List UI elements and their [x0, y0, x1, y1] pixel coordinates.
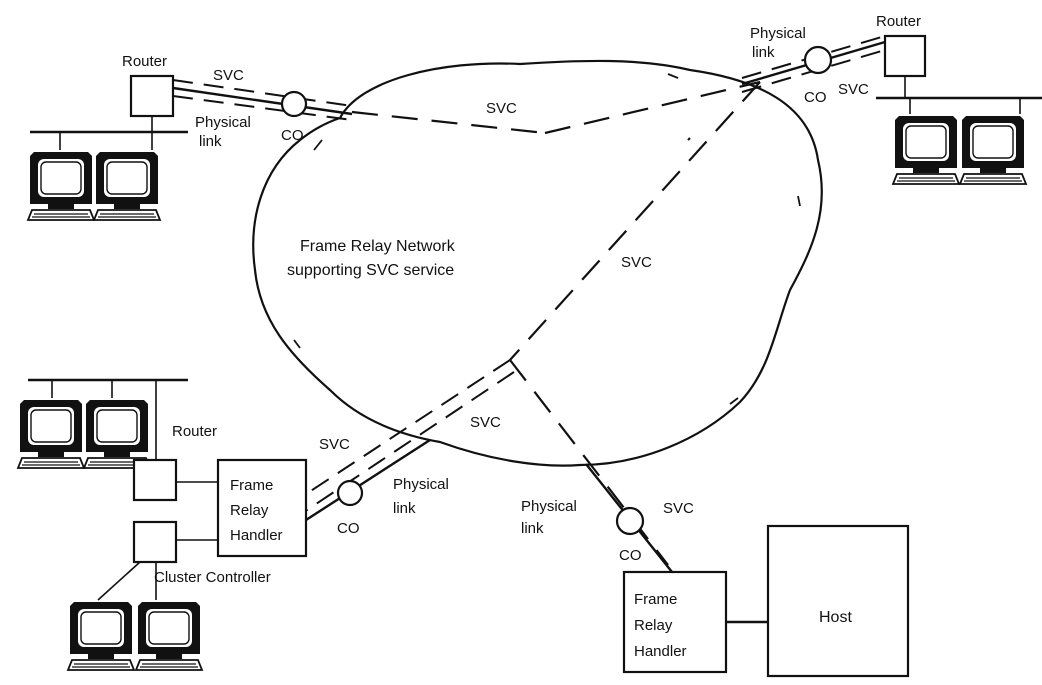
terminal-icon [136, 602, 202, 670]
co-label: CO [281, 127, 304, 144]
physical-label: Physical [521, 498, 577, 515]
terminal-icon [68, 602, 134, 670]
router-label: Router [172, 423, 217, 440]
handler-handler-label: Handler [230, 527, 283, 544]
svc-label: SVC [663, 500, 694, 517]
terminal-icon [960, 116, 1026, 184]
co-icon [617, 508, 643, 534]
cluster-controller-icon [134, 522, 176, 562]
co-label: CO [337, 520, 360, 537]
handler-frame-label: Frame [634, 591, 677, 608]
co-label: CO [804, 89, 827, 106]
svc-label: SVC [319, 436, 350, 453]
terminal-icon [893, 116, 959, 184]
network-title: Frame Relay Network [300, 238, 456, 255]
handler-relay-label: Relay [634, 617, 673, 634]
router-icon [131, 76, 173, 116]
svc-label: SVC [470, 414, 501, 431]
svc-label: SVC [621, 254, 652, 271]
site-top-right: Router Physical link CO SVC [742, 13, 1042, 184]
physical-label: Physical [393, 476, 449, 493]
handler-frame-label: Frame [230, 477, 273, 494]
physical-label: Physical [195, 114, 251, 131]
router-label: Router [122, 53, 167, 70]
link-label: link [521, 520, 544, 537]
network-subtitle: supporting SVC service [287, 262, 454, 279]
terminal-icon [84, 400, 150, 468]
co-icon [805, 47, 831, 73]
host-box [768, 526, 908, 676]
router-label: Router [876, 13, 921, 30]
handler-handler-label: Handler [634, 643, 687, 660]
link-label: link [393, 500, 416, 517]
site-top-left: Router SVC Physical link CO [28, 53, 352, 220]
co-icon [338, 481, 362, 505]
svc-label: SVC [838, 81, 869, 98]
link-label: link [752, 44, 775, 61]
site-bottom-right: Physical link SVC CO Frame Relay Handler… [521, 464, 908, 676]
handler-relay-label: Relay [230, 502, 269, 519]
router-icon [134, 460, 176, 500]
site-bottom-left: Router Cluster Controller Frame Relay Ha… [18, 380, 449, 670]
physical-label: Physical [750, 25, 806, 42]
terminal-icon [18, 400, 84, 468]
co-icon [282, 92, 306, 116]
svc-paths [300, 82, 760, 565]
cluster-controller-label: Cluster Controller [154, 569, 271, 586]
terminal-icon [28, 152, 94, 220]
link-label: link [199, 133, 222, 150]
svc-label: SVC [486, 100, 517, 117]
co-label: CO [619, 547, 642, 564]
svc-label: SVC [213, 67, 244, 84]
host-label: Host [819, 609, 852, 626]
router-icon [885, 36, 925, 76]
terminal-icon [94, 152, 160, 220]
